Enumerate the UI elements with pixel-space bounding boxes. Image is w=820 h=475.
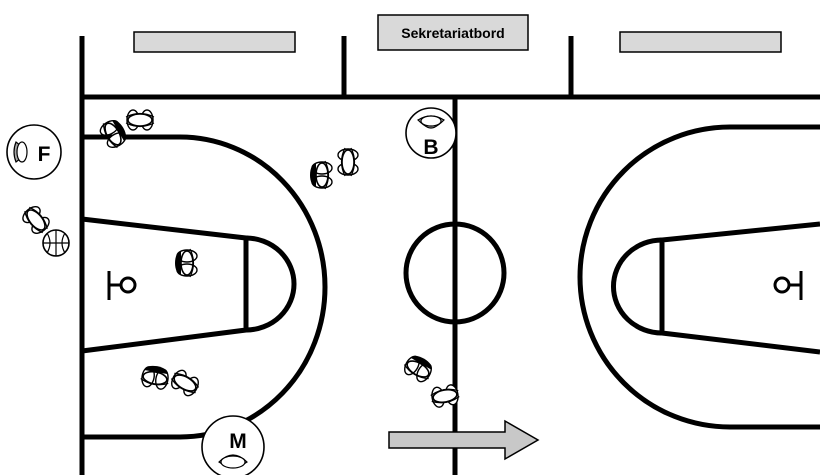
players-light [18,109,462,410]
key-left [81,216,249,354]
referee-b: B [405,107,457,159]
player-top-view-icon [125,109,155,131]
center-circle [403,221,507,325]
three-point-line-left [82,134,328,440]
court-lines [79,94,820,475]
basket-left-icon [107,271,137,300]
three-point-line-right [577,124,820,430]
basket-right-icon [773,271,803,300]
referee-b-label: B [423,136,438,159]
player-top-view-icon [400,350,437,386]
referee-f-label: F [38,143,51,166]
bench-left [133,31,296,53]
referee-f: F [6,124,62,180]
referee-m: M [201,415,265,475]
player-top-view-icon [309,160,333,190]
key-right [659,221,820,355]
scorer-table [377,14,529,51]
player-top-view-icon [167,366,203,400]
player-top-view-icon [337,147,359,177]
basketball-icon [42,229,70,257]
player-top-view-icon [138,362,172,392]
player-top-view-icon [96,115,132,152]
scorer-table-label: Sekretariatbord [401,25,504,41]
arrow-right-icon [388,419,540,461]
players-dark [96,115,437,392]
free-throw-arc-left [245,235,297,333]
bench-right [619,31,782,53]
free-throw-arc-right [611,237,663,336]
player-top-view-icon [174,248,198,278]
bench-area: Sekretariatbord [79,14,782,97]
referee-m-label: M [229,430,247,453]
